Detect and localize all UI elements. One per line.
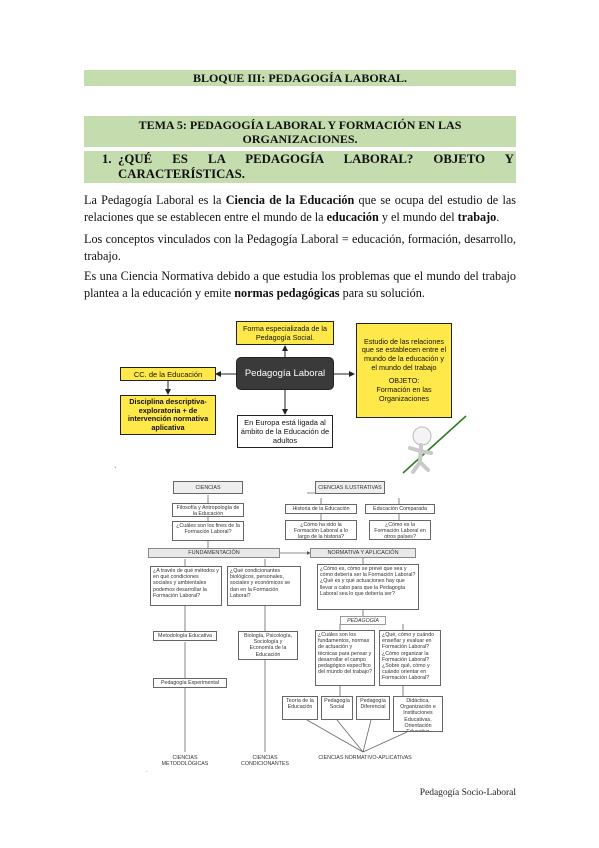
concept-map-arrows <box>165 345 467 474</box>
diagram-q-ensenar: ¿Qué, cómo y cuándo enseñar y evaluar en… <box>379 630 441 686</box>
diagram-ciencias-metodologicas: CIENCIAS METODOLÓGICAS <box>161 755 209 768</box>
tema-heading: TEMA 5: PEDAGOGÍA LABORAL Y FORMACIÓN EN… <box>84 116 516 147</box>
diagram-filosofia: Filosofía y Antropología de la Educación <box>172 503 244 517</box>
text-run: Es una Ciencia Normativa debido a que es… <box>84 269 516 300</box>
bloque-heading: BLOQUE III: PEDAGOGÍA LABORAL. <box>84 70 516 86</box>
diagram-didactica: Didáctica, Organización e Instituciones … <box>393 696 443 732</box>
diagram-q-condicionantes: ¿Qué condicionantes biológicos, personal… <box>227 566 301 606</box>
bold-run: Ciencia de la Educación <box>225 193 355 207</box>
diagram-ciencias-condicionantes: CIENCIAS CONDICIONANTES <box>241 755 289 768</box>
section-title: ¿QUÉ ES LA PEDAGOGÍA LABORAL? OBJETO Y C… <box>118 152 514 181</box>
bold-run: educación <box>326 210 379 224</box>
text-run: La Pedagogía Laboral es la <box>84 193 226 207</box>
diagram-normativa: NORMATIVA Y APLICACIÓN <box>310 548 416 558</box>
diagram-q-metodos: ¿A través de qué métodos y en qué condic… <box>150 566 222 606</box>
stray-mark: ` <box>114 466 117 475</box>
diagram-biologia: Biología, Psicología, Sociología y Econo… <box>238 631 298 660</box>
map-center-pedagogia-laboral: Pedagogía Laboral <box>236 357 334 390</box>
map-box-cc-educacion: CC. de la Educación <box>120 367 216 381</box>
section-heading: 1. ¿QUÉ ES LA PEDAGOGÍA LABORAL? OBJETO … <box>84 151 516 183</box>
map-objeto-label: OBJETO: <box>388 376 420 386</box>
diagram-social: Pedagogía Social <box>321 696 353 720</box>
tightrope <box>402 415 467 474</box>
diagram-q-debe: ¿Cómo es, cómo se prevé que sea y cómo d… <box>317 564 419 610</box>
diagram-q-paises: ¿Cómo es la Formación Laboral en otros p… <box>369 520 431 540</box>
diagram-pedagogia-laboral: PEDAGOGÍA LABORAL <box>340 616 386 625</box>
diagram-q-historia: ¿Cómo ha sido la Formación Laboral a lo … <box>285 520 357 540</box>
bold-run: trabajo <box>457 210 497 224</box>
diagram-metodologia: Metodología Educativa <box>153 631 217 641</box>
map-box-disciplina: Disciplina descriptiva-exploratoria + de… <box>120 395 216 435</box>
diagram-diferencial: Pedagogía Diferencial <box>356 696 390 720</box>
diagram-teoria: Teoría de la Educación <box>282 696 318 720</box>
paragraph-concepts: Los conceptos vinculados con la Pedagogí… <box>84 232 516 263</box>
section-number: 1. <box>102 152 112 166</box>
diagram-historia: Historia de la Educación <box>285 504 357 514</box>
paragraph-normativa: Es una Ciencia Normativa debido a que es… <box>84 268 516 302</box>
diagram-q-fines: ¿Cuáles son los fines de la Formación La… <box>172 521 244 541</box>
text-run: que se ocupa del estudio de las relacion… <box>84 193 516 224</box>
map-box-pedagogia-social: Forma especializada de la Pedagogía Soci… <box>236 321 334 345</box>
map-relaciones-text: Estudio de las relaciones que se estable… <box>361 336 447 372</box>
map-box-europa: En Europa está ligada al ámbito de la Ed… <box>237 415 333 448</box>
diagram-q-fundamentos: ¿Cuáles son los fundamentos, normas de a… <box>315 630 375 686</box>
text-run: para su solución. <box>339 286 425 300</box>
diagram-comparada: Educación Comparada <box>365 504 435 514</box>
diagram-fundamentacion: FUNDAMENTACIÓN <box>148 548 280 558</box>
stray-mark: . <box>146 768 148 774</box>
page-footer: Pedagogía Socio-Laboral <box>419 788 516 798</box>
diagram-ciencias-teleologicas: CIENCIAS TELEOLÓGICAS <box>173 481 243 494</box>
bold-run: normas pedagógicas <box>234 286 340 300</box>
text-run: . <box>496 210 500 224</box>
diagram-ciencias-normativo-aplicativas: CIENCIAS NORMATIVO-APLICATIVAS <box>318 755 412 761</box>
map-box-objeto: Estudio de las relaciones que se estable… <box>356 323 452 418</box>
text-run: y el mundo del <box>378 210 458 224</box>
diagram-experimental: Pedagogía Experimental <box>153 678 227 688</box>
diagram-ciencias-ilustrativas: CIENCIAS ILUSTRATIVAS <box>315 481 385 494</box>
map-objeto-text: Formación en las Organizaciones <box>376 385 432 403</box>
pedagogy-diagram: CIENCIAS TELEOLÓGICAS CIENCIAS ILUSTRATI… <box>145 476 447 782</box>
paragraph-definition: La Pedagogía Laboral es la Ciencia de la… <box>84 192 516 226</box>
